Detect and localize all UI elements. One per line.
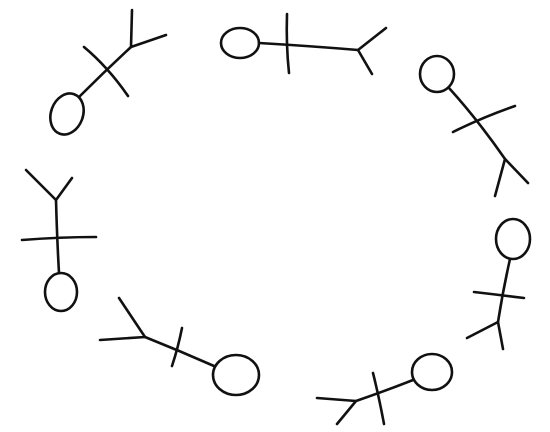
- figure-arms: [474, 292, 524, 298]
- figure-body: [449, 88, 505, 159]
- stick-figure-2: [221, 14, 386, 74]
- figure-legs: [495, 159, 528, 196]
- figure-legs: [131, 10, 166, 47]
- figure-head: [412, 354, 452, 390]
- figure-legs: [358, 28, 386, 74]
- stick-figure-3: [420, 56, 528, 196]
- figure-head: [221, 28, 259, 58]
- figure-arms: [172, 328, 182, 366]
- figure-legs: [26, 170, 72, 200]
- stick-figure-7: [317, 354, 452, 424]
- stick-figure-5: [467, 219, 530, 349]
- figure-head: [45, 273, 77, 311]
- figure-legs: [317, 398, 356, 424]
- figure-arms: [287, 14, 289, 73]
- stick-figure-4: [22, 170, 96, 311]
- figure-arms: [22, 237, 96, 240]
- figure-body: [259, 43, 358, 50]
- stick-figure-1: [45, 10, 166, 139]
- figure-legs: [467, 322, 503, 349]
- figure-legs: [100, 298, 145, 340]
- figure-body: [356, 380, 413, 401]
- figure-head: [213, 355, 259, 395]
- figure-head: [45, 89, 89, 139]
- stick-figure-6: [100, 298, 259, 395]
- figure-head: [496, 219, 530, 259]
- figure-body: [498, 259, 510, 322]
- figure-head: [420, 56, 454, 92]
- figure-arms: [373, 373, 384, 424]
